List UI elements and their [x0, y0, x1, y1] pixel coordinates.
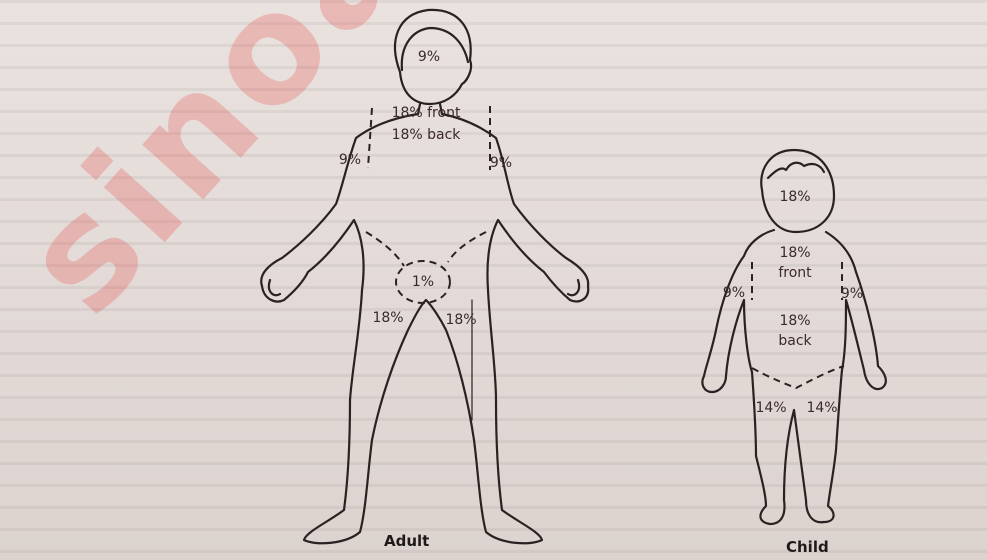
child-trunk-front-percent: 18% — [772, 244, 818, 262]
adult-groin-boundary — [366, 232, 486, 266]
child-trunk-back-word: back — [772, 332, 818, 350]
adult-trunk-back-label: 18% back — [378, 126, 474, 144]
adult-right-arm-percent: 9% — [484, 154, 518, 172]
child-trunk-back-percent: 18% — [772, 312, 818, 330]
child-trunk-front-word: front — [772, 264, 818, 282]
adult-left-arm-percent: 9% — [333, 151, 367, 169]
adult-body-outline — [261, 114, 588, 543]
child-head-percent: 18% — [775, 188, 815, 206]
adult-head-percent: 9% — [414, 48, 444, 66]
child-right-leg-percent: 14% — [800, 399, 844, 417]
adult-right-leg-percent: 18% — [439, 311, 483, 329]
child-caption: Child — [786, 538, 829, 556]
child-left-leg-percent: 14% — [749, 399, 793, 417]
adult-genital-percent: 1% — [406, 273, 440, 291]
child-right-arm-percent: 9% — [835, 285, 869, 303]
adult-left-leg-percent: 18% — [366, 309, 410, 327]
adult-trunk-front-label: 18% front — [378, 104, 474, 122]
child-hair-line — [768, 163, 824, 178]
child-leg-boundary — [752, 366, 844, 388]
child-left-arm-percent: 9% — [717, 284, 751, 302]
adult-caption: Adult — [384, 532, 429, 550]
